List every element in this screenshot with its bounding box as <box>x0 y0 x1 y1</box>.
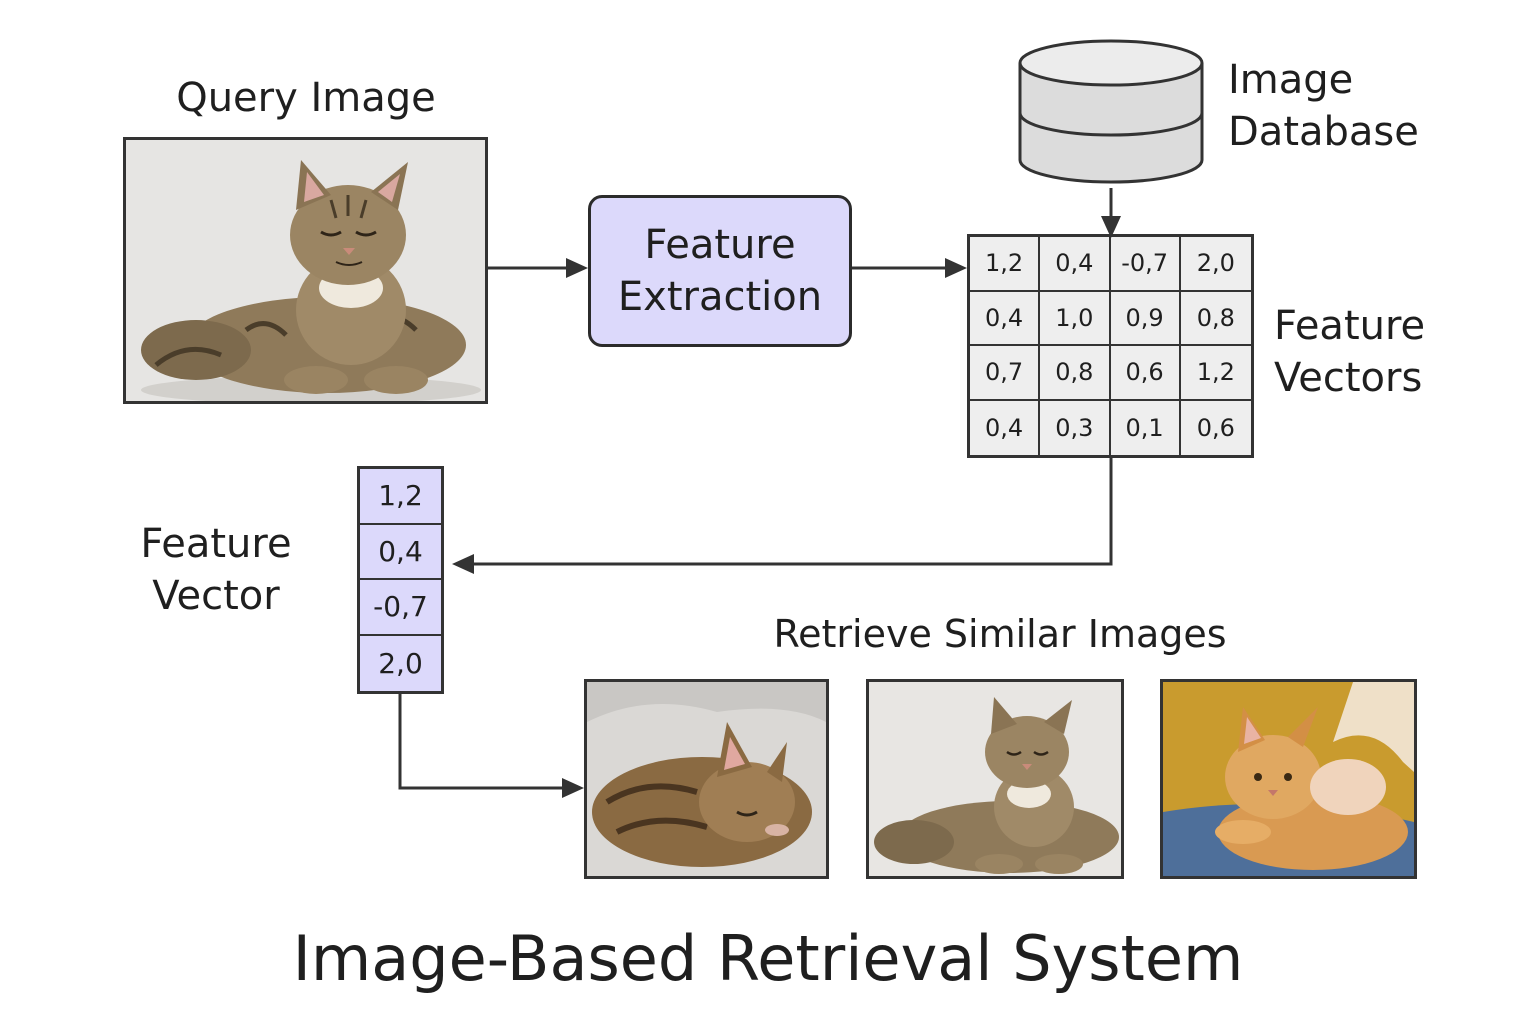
matrix-cell: 0,9 <box>1110 291 1181 346</box>
result-image-2 <box>866 679 1124 879</box>
arrow-vectors-to-query-vector <box>464 458 1113 566</box>
matrix-cell: 1,0 <box>1040 291 1111 346</box>
vector-cell: 0,4 <box>360 525 441 580</box>
matrix-cell: 0,4 <box>970 400 1041 455</box>
result-image-1 <box>584 679 829 879</box>
image-database-line1: Image <box>1228 57 1354 103</box>
feature-vector-label: Feature Vector <box>118 518 314 622</box>
matrix-cell: 0,6 <box>1110 346 1181 401</box>
matrix-cell: 1,2 <box>1180 346 1251 401</box>
matrix-cell: 1,2 <box>970 237 1041 292</box>
vector-cell: 1,2 <box>360 469 441 525</box>
matrix-cell: 0,1 <box>1111 400 1181 455</box>
vector-cell: 2,0 <box>378 646 423 680</box>
database-icon <box>1018 39 1204 184</box>
matrix-cell: 2,0 <box>1180 237 1251 292</box>
query-image-label: Query Image <box>176 75 436 121</box>
diagram-title: Image-Based Retrieval System <box>292 922 1244 995</box>
feature-vector-line1: Feature <box>140 521 292 567</box>
matrix-cell: 0,6 <box>1196 413 1235 442</box>
matrix-cell: -0,7 <box>1110 237 1181 292</box>
arrow-query-vector-to-results <box>398 694 572 790</box>
retrieve-similar-images-label: Retrieve Similar Images <box>773 612 1227 656</box>
result-image-3 <box>1160 679 1417 879</box>
matrix-cell: 0,4 <box>970 291 1041 346</box>
feature-vectors-label: Feature Vectors <box>1274 300 1514 404</box>
feature-extraction-box: Feature Extraction <box>588 195 852 347</box>
feature-extraction-line2: Extraction <box>617 274 823 320</box>
feature-vectors-line2: Vectors <box>1274 355 1423 401</box>
feature-extraction-line1: Feature <box>644 222 796 268</box>
query-image <box>123 137 488 404</box>
feature-vector-line2: Vector <box>152 573 280 619</box>
matrix-cell: 0,3 <box>1040 400 1111 455</box>
image-database-line2: Database <box>1228 109 1419 155</box>
image-database-label: Image Database <box>1228 54 1488 158</box>
matrix-cell: 0,8 <box>1040 346 1111 401</box>
matrix-cell: 0,4 <box>1040 237 1111 292</box>
feature-vectors-line1: Feature <box>1274 303 1426 349</box>
matrix-cell: 0,8 <box>1180 292 1251 346</box>
vector-cell: -0,7 <box>360 580 441 636</box>
matrix-cell: 0,7 <box>970 346 1041 401</box>
